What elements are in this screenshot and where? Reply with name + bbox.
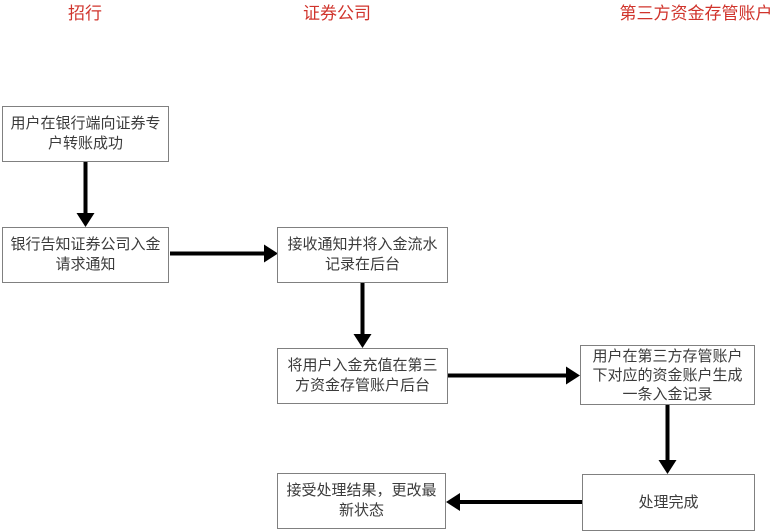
- edge-arrow-right-1: [170, 244, 278, 263]
- edge-arrow-down-1: [76, 162, 95, 227]
- lane-header-third-party-custody: 第三方资金存管账户: [619, 4, 773, 23]
- flow-node-generate-deposit-record: 用户在第三方存管账户 下对应的资金账户生成 一条入金记录: [580, 345, 755, 405]
- flow-node-receive-notice-record-flow: 接收通知并将入金流水 记录在后台: [277, 227, 448, 283]
- edge-arrow-down-2: [353, 283, 372, 348]
- lane-header-broker: 证券公司: [303, 4, 371, 23]
- flow-node-processing-complete: 处理完成: [582, 474, 755, 531]
- edge-arrow-right-2: [448, 366, 580, 385]
- flow-node-user-transfer-success: 用户在银行端向证券专 户转账成功: [2, 106, 169, 162]
- lane-header-bank: 招行: [68, 4, 102, 23]
- flow-node-bank-notify-broker: 银行告知证券公司入金 请求通知: [2, 227, 169, 283]
- flow-node-recharge-custody-backend: 将用户入金充值在第三 方资金存管账户后台: [277, 348, 448, 404]
- edge-arrow-down-3: [658, 405, 677, 474]
- edge-arrow-left-1: [446, 493, 582, 511]
- flow-node-accept-result-update-status: 接受处理结果，更改最 新状态: [277, 473, 446, 529]
